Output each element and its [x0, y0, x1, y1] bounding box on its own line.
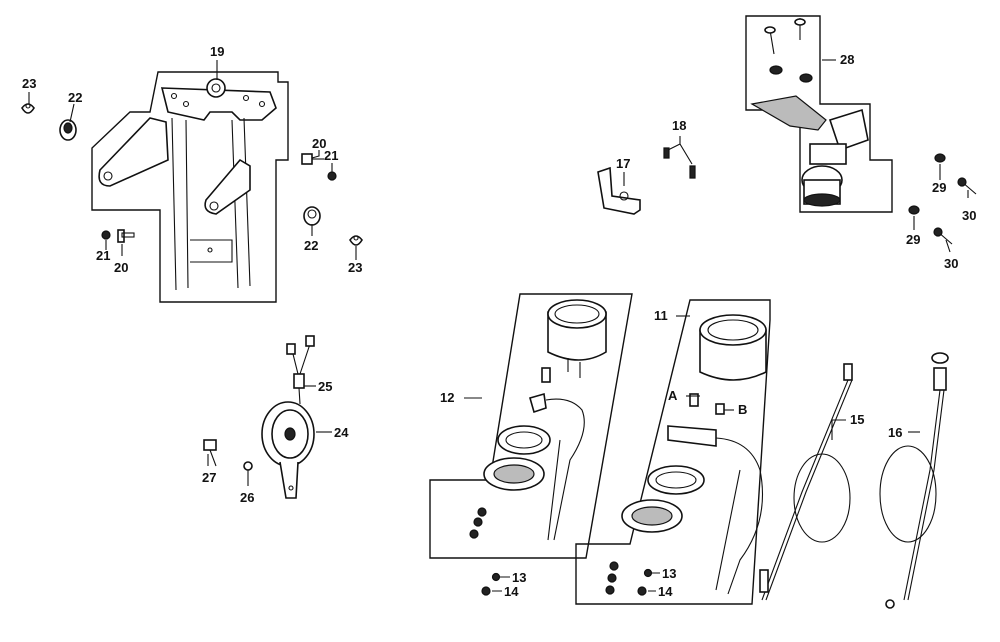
callout-27: 27: [202, 470, 216, 485]
bolt-20-21-left: [101, 229, 135, 243]
callout-21-left: 21: [96, 248, 110, 263]
callout-22-right: 22: [304, 238, 318, 253]
meter-assembly-11: [575, 299, 771, 605]
bracket-assembly: [91, 71, 289, 303]
callout-21-right: 21: [324, 148, 338, 163]
callout-11: 11: [654, 308, 668, 323]
callout-26: 26: [240, 490, 254, 505]
callout-14-right: 14: [658, 584, 673, 599]
nuts-13-14: [481, 568, 653, 596]
callout-12: 12: [440, 390, 454, 405]
callout-22-left: 22: [68, 90, 82, 105]
screws-18: [663, 147, 696, 179]
leader-lines: [28, 59, 969, 592]
meter-bracket-17: [597, 166, 641, 215]
meter-assembly-12: [429, 293, 633, 559]
nut-23-right: [349, 235, 363, 246]
callout-14-left: 14: [504, 584, 519, 599]
bolt-27: [203, 439, 217, 467]
callout-30-top: 30: [962, 208, 976, 223]
speedometer-cable-15: [759, 363, 853, 601]
horn: [261, 401, 315, 499]
callout-23-right: 23: [348, 260, 362, 275]
callout-16: 16: [888, 425, 902, 440]
callout-24: 24: [334, 425, 349, 440]
callout-30-bottom: 30: [944, 256, 958, 271]
callout-29-bottom: 29: [906, 232, 920, 247]
callout-25: 25: [318, 379, 332, 394]
nut-23-left: [21, 103, 35, 114]
callout-23-left: 23: [22, 76, 36, 91]
callout-20-right: 20: [312, 136, 326, 151]
callout-29-top: 29: [932, 180, 946, 195]
washer-26: [243, 461, 253, 471]
grommet-22-left: [59, 119, 77, 141]
callout-18: 18: [672, 118, 686, 133]
callout-B: B: [738, 402, 747, 417]
grommet-22-right: [303, 206, 321, 226]
callout-13-right: 13: [662, 566, 676, 581]
callout-A: A: [668, 388, 678, 403]
tachometer-cable-16: [879, 352, 949, 609]
ignition-switch-assembly: [745, 15, 893, 213]
callout-20-left: 20: [114, 260, 128, 275]
callout-15: 15: [850, 412, 864, 427]
callout-13-left: 13: [512, 570, 526, 585]
callout-17: 17: [616, 156, 630, 171]
callout-19: 19: [210, 44, 224, 59]
callout-28: 28: [840, 52, 854, 67]
screws-29-30: [908, 153, 977, 245]
horn-wire-25: [286, 335, 315, 405]
